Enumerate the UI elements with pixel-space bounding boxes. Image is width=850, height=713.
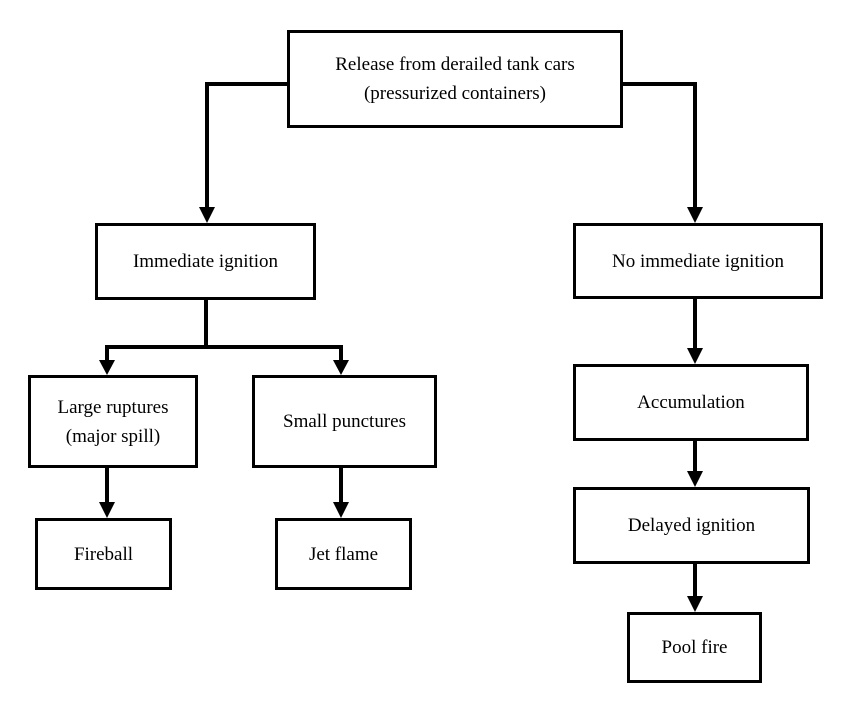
node-jet-flame: Jet flame bbox=[275, 518, 412, 590]
node-no-immediate-ignition-label: No immediate ignition bbox=[611, 250, 785, 272]
node-pool-fire: Pool fire bbox=[627, 612, 762, 683]
edge-no-immediate-ignition-to-accumulation bbox=[687, 297, 703, 364]
node-immediate-ignition: Immediate ignition bbox=[95, 223, 316, 300]
edge-accumulation-to-delayed-ignition bbox=[687, 439, 703, 487]
edge-release-to-immediate-ignition bbox=[199, 82, 289, 223]
node-delayed-ignition: Delayed ignition bbox=[573, 487, 810, 564]
arrowhead-down-icon bbox=[333, 502, 349, 518]
arrowhead-down-icon bbox=[687, 207, 703, 223]
node-fireball: Fireball bbox=[35, 518, 172, 590]
edge-release-to-no-immediate-ignition bbox=[620, 82, 703, 223]
node-accumulation-label: Accumulation bbox=[637, 392, 745, 413]
node-immediate-ignition-label: Immediate ignition bbox=[132, 251, 279, 272]
node-accumulation: Accumulation bbox=[573, 364, 809, 441]
node-fireball-label: Fireball bbox=[73, 543, 134, 565]
edge-small-punctures-to-jet-flame bbox=[333, 466, 349, 518]
arrowhead-down-icon bbox=[99, 502, 115, 518]
arrowhead-down-icon bbox=[199, 207, 215, 223]
arrowhead-down-icon bbox=[333, 360, 349, 375]
edge-delayed-ignition-to-pool-fire bbox=[687, 562, 703, 612]
node-small-punctures: Small punctures bbox=[252, 375, 437, 468]
node-pool-fire-label: Pool fire bbox=[661, 637, 728, 658]
edge-immediate-ignition-split bbox=[99, 298, 349, 375]
node-release-line1: Release from derailed tank cars bbox=[335, 54, 575, 75]
node-jet-flame-label: Jet flame bbox=[308, 543, 379, 565]
node-no-immediate-ignition: No immediate ignition bbox=[573, 223, 823, 299]
node-small-punctures-label: Small punctures bbox=[283, 411, 406, 432]
arrowhead-down-icon bbox=[99, 360, 115, 375]
node-large-ruptures-line1: Large ruptures bbox=[57, 396, 169, 418]
arrowhead-down-icon bbox=[687, 596, 703, 612]
node-release-line2: (pressurized containers) bbox=[363, 83, 546, 104]
node-large-ruptures: Large ruptures (major spill) bbox=[28, 375, 198, 468]
node-large-ruptures-line2: (major spill) bbox=[65, 425, 161, 447]
arrowhead-down-icon bbox=[687, 471, 703, 487]
node-release: Release from derailed tank cars (pressur… bbox=[287, 30, 623, 128]
arrowhead-down-icon bbox=[687, 348, 703, 364]
edge-large-ruptures-to-fireball bbox=[99, 466, 115, 518]
node-delayed-ignition-label: Delayed ignition bbox=[627, 515, 756, 536]
